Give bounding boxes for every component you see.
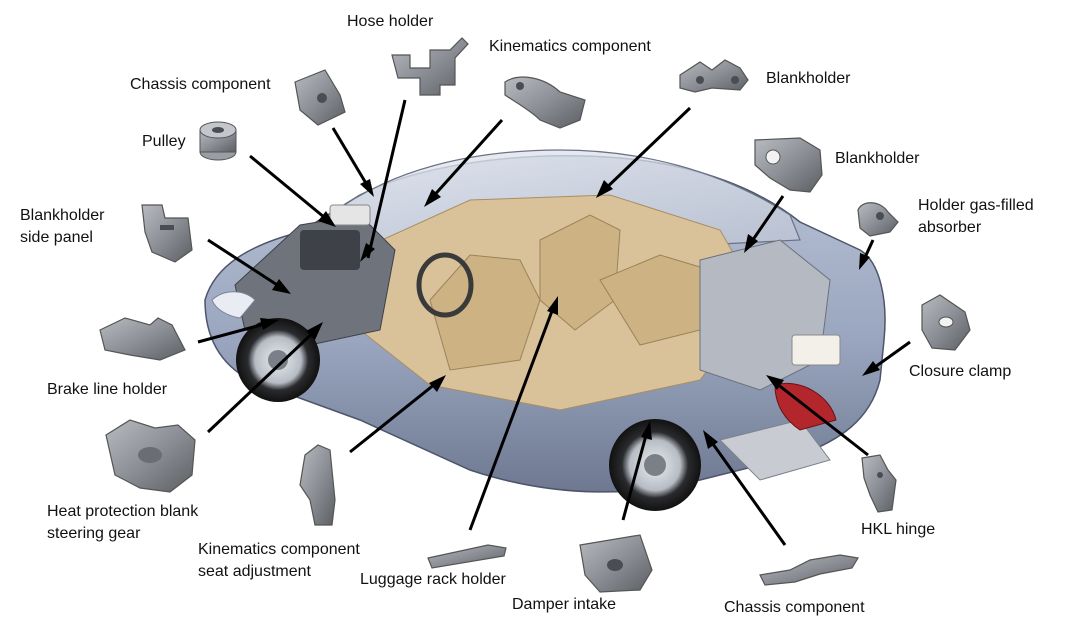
label-chassis-component-top: Chassis component [130,76,271,93]
front-wheel [236,318,320,402]
label-hose-holder: Hose holder [347,13,434,30]
label-hkl-hinge: HKL hinge [861,521,936,538]
arrow-luggage-rack [468,296,558,531]
label-heat-protection-line1: Heat protection blank [47,503,199,520]
label-pulley: Pulley [142,133,186,150]
label-kinematics-seat-line2: seat adjustment [198,563,311,580]
label-closure-clamp: Closure clamp [909,363,1012,380]
pulley-part [199,121,237,161]
label-chassis-component-bottom: Chassis component [724,599,865,616]
arrow-closure-clamp [862,340,911,376]
arrow-holder-gas [859,239,875,270]
arrow-heat-protection [206,322,323,434]
holder-gas-filled-absorber-part [857,202,899,237]
arrow-pulley [249,154,336,227]
label-holder-gas-line1: Holder gas-filled [918,197,1034,214]
car-body [204,149,886,493]
damper-intake-part [579,534,653,593]
label-luggage-rack-holder: Luggage rack holder [360,571,506,588]
arrow-damper-intake [621,421,652,521]
label-blankholder-right: Blankholder [835,150,920,167]
arrow-blankholder-top [596,106,692,198]
label-holder-gas-line2: absorber [918,219,982,236]
chassis-component-top-part [294,69,346,126]
closure-clamp-part [921,294,971,351]
brake-line-holder-part [99,317,186,361]
chassis-component-bottom-part [759,554,859,586]
arrow-kinematics-component [424,118,504,207]
label-heat-protection-line2: steering gear [47,525,141,542]
arrow-brake-line-holder [197,318,279,344]
label-blankholder-top: Blankholder [766,70,851,87]
arrow-blankholder-right [744,195,785,253]
label-kinematics-component: Kinematics component [489,38,651,55]
hose-holder-part [391,37,469,96]
blankholder-top-part [679,59,749,93]
arrow-blankholder-side-panel [207,238,291,294]
label-brake-line-holder: Brake line holder [47,381,168,398]
arrow-chassis-bottom [703,430,787,546]
arrow-kinematics-seat [349,375,446,454]
blankholder-side-panel-part [141,204,193,263]
kinematics-seat-adjustment-part [299,444,336,526]
hkl-hinge-part [861,454,897,513]
luggage-rack-holder-part [427,544,507,569]
label-blankholder-side-panel-line2: side panel [20,229,93,246]
arrow-chassis-top [331,127,374,197]
arrow-hkl-hinge [766,375,869,457]
label-blankholder-side-panel-line1: Blankholder [20,207,105,224]
kinematics-component-part [504,76,586,129]
callout-arrows [197,99,911,546]
arrow-hose-holder [360,99,407,262]
label-kinematics-seat-line1: Kinematics component [198,541,360,558]
rear-wheel [609,419,701,511]
label-damper-intake: Damper intake [512,596,617,613]
blankholder-right-part [754,137,823,193]
heat-protection-blank-part [105,419,196,493]
